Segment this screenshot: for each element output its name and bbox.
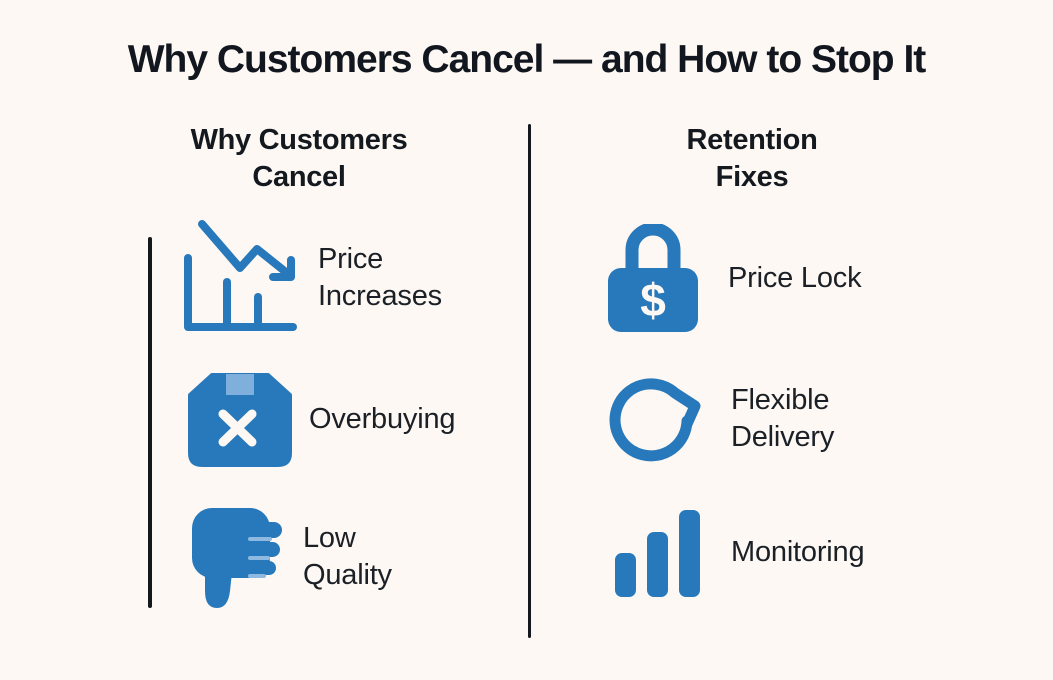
retention-fix-monitoring: Monitoring [613, 508, 865, 597]
item-label: Low Quality [303, 521, 392, 591]
retention-fix-flexible-delivery: Flexible Delivery [606, 369, 834, 469]
cancel-reason-low-quality: Low Quality [190, 503, 392, 610]
page-title: Why Customers Cancel — and How to Stop I… [127, 38, 927, 81]
item-label: Flexible Delivery [731, 384, 835, 453]
item-label: Overbuying [309, 403, 456, 435]
retention-fix-price-lock: $ Price Lock [608, 224, 862, 332]
dollar-sign: $ [640, 274, 666, 326]
cancel-reason-price-increases: Price Increases [183, 216, 442, 340]
right-column-header: Retention Fixes [686, 124, 818, 193]
circular-arrow-icon [606, 369, 701, 469]
item-label: Monitoring [731, 536, 865, 568]
bar-chart-icon [613, 508, 701, 597]
left-accent-line [148, 237, 152, 608]
cancel-reason-overbuying: Overbuying [188, 372, 456, 467]
declining-chart-icon [183, 217, 301, 339]
center-divider-line [528, 124, 531, 638]
package-x-icon [188, 372, 292, 467]
thumbs-down-icon [190, 503, 286, 610]
item-label: Price Lock [728, 261, 862, 294]
price-lock-icon: $ [608, 224, 698, 332]
left-column-header: Why Customers Cancel [190, 124, 408, 193]
item-label: Price Increases [318, 243, 442, 312]
